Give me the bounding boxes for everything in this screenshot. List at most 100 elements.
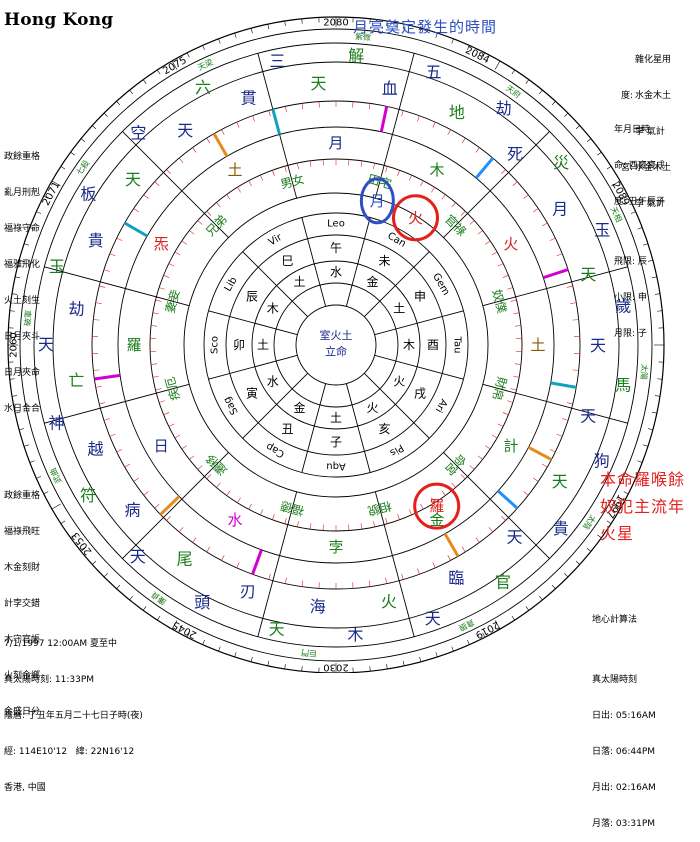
- tick-mark: [452, 647, 454, 652]
- tick-mark: [409, 509, 411, 514]
- tick-mark: [448, 130, 451, 135]
- tick-mark: [207, 547, 210, 552]
- footer-line: 日出: 05:16AM: [592, 710, 656, 722]
- tick-mark: [96, 303, 102, 304]
- tick-mark: [421, 504, 424, 509]
- footer-line: 日落: 06:44PM: [592, 746, 656, 758]
- element-label: 土: [393, 302, 405, 316]
- tick-mark: [417, 116, 419, 122]
- outer-star-label: 貴: [88, 231, 104, 250]
- tick-mark: [417, 569, 419, 575]
- outer-star-label: 劫: [68, 299, 84, 318]
- tick-mark: [567, 286, 573, 287]
- tick-mark: [285, 578, 286, 584]
- tick-mark: [175, 435, 180, 438]
- tick-mark: [492, 435, 497, 438]
- outer-star-label: 天: [580, 265, 596, 284]
- tick-mark: [498, 424, 503, 427]
- tick-mark: [498, 263, 503, 266]
- tick-mark: [151, 326, 157, 327]
- tick-mark: [143, 80, 146, 84]
- info-line: 命: 酉寶寶戌: [614, 160, 665, 172]
- tick-mark: [30, 461, 35, 463]
- tick-mark: [402, 110, 404, 116]
- tick-mark: [513, 376, 519, 377]
- tick-mark: [134, 209, 139, 212]
- tick-mark: [249, 504, 252, 509]
- outer-star-label: 玉: [594, 220, 610, 239]
- tick-mark: [550, 449, 555, 452]
- tick-mark: [431, 187, 434, 192]
- note-line: 日月夾命: [4, 367, 40, 379]
- tick-mark: [189, 456, 194, 460]
- aspect-marker: [528, 447, 551, 459]
- tick-mark: [573, 319, 579, 320]
- tick-mark: [570, 303, 576, 304]
- zodiac-wheel: 2080208420891997201920302045205320602071…: [0, 0, 700, 673]
- tick-mark: [216, 483, 220, 488]
- footer-line: 地心計算法: [592, 614, 656, 626]
- left-notes-top: 政餘重格 亂月刑剋 福祿守命 福雅飛化 火土刻生 日月夾斗 日月夾命 水日合合: [4, 127, 40, 427]
- tick-mark: [104, 573, 108, 577]
- branch-label: 寅: [246, 386, 258, 401]
- tick-mark: [489, 527, 493, 532]
- tick-mark: [117, 585, 120, 589]
- note-line: 福祿飛旺: [4, 526, 40, 538]
- tick-mark: [398, 170, 400, 176]
- tick-mark: [492, 252, 497, 255]
- outer-star-label: 天: [310, 74, 326, 93]
- tick-mark: [117, 101, 120, 105]
- star-ring-label: 孛: [328, 538, 343, 556]
- tick-mark: [134, 478, 139, 481]
- tick-mark: [524, 195, 529, 199]
- tick-mark: [237, 498, 240, 503]
- tick-mark: [268, 24, 269, 29]
- tick-mark: [285, 518, 287, 524]
- outer-star-label: 海: [310, 597, 326, 616]
- annotation-line: 本命羅喉餘: [600, 466, 696, 493]
- tick-mark: [552, 101, 555, 105]
- tick-mark: [125, 464, 130, 467]
- tick-mark: [373, 163, 374, 169]
- tick-mark: [515, 364, 521, 365]
- tick-mark: [485, 241, 490, 244]
- outer-star-label: 貴: [553, 519, 569, 538]
- star-ring-label: 日: [154, 437, 169, 455]
- tick-mark: [526, 80, 529, 84]
- note-line: 政餘重格: [4, 151, 40, 163]
- tick-mark: [470, 465, 474, 469]
- palace-label: 財帛: [489, 375, 510, 402]
- element-label: 水: [267, 375, 279, 389]
- info-line: 飛限: 辰: [614, 256, 665, 268]
- tick-mark: [462, 138, 465, 143]
- tick-mark: [130, 90, 133, 94]
- aspect-marker: [445, 534, 458, 557]
- detail-line: 7/1/1997 12:00AM 夏至中: [4, 638, 143, 650]
- branch-label: 巳: [281, 254, 293, 268]
- tick-mark: [221, 555, 224, 560]
- outer-star-label: 空: [130, 123, 146, 142]
- tick-mark: [386, 166, 388, 172]
- tick-mark: [476, 148, 480, 153]
- tick-mark: [476, 538, 480, 543]
- tick-mark: [269, 110, 271, 116]
- tick-mark: [285, 664, 286, 669]
- branch-label: 丑: [281, 422, 293, 436]
- detail-line: 真太陽時刻: 11:33PM: [4, 674, 143, 686]
- tick-mark: [117, 449, 122, 452]
- tick-mark: [361, 161, 362, 167]
- tick-mark: [587, 139, 591, 142]
- year-label: 2030: [323, 662, 348, 673]
- tick-mark: [467, 640, 469, 645]
- tick-mark: [597, 152, 601, 155]
- outer-star-label: 尾: [177, 549, 193, 568]
- outer-star-label: 天: [506, 527, 522, 546]
- branch-label: 未: [378, 254, 390, 268]
- tick-mark: [643, 445, 648, 447]
- sign-label: Leo: [327, 219, 345, 230]
- tick-mark: [61, 166, 65, 169]
- tick-mark: [302, 666, 303, 671]
- tick-mark: [203, 45, 205, 50]
- outer-star-label: 死: [507, 144, 523, 163]
- tick-mark: [227, 491, 231, 496]
